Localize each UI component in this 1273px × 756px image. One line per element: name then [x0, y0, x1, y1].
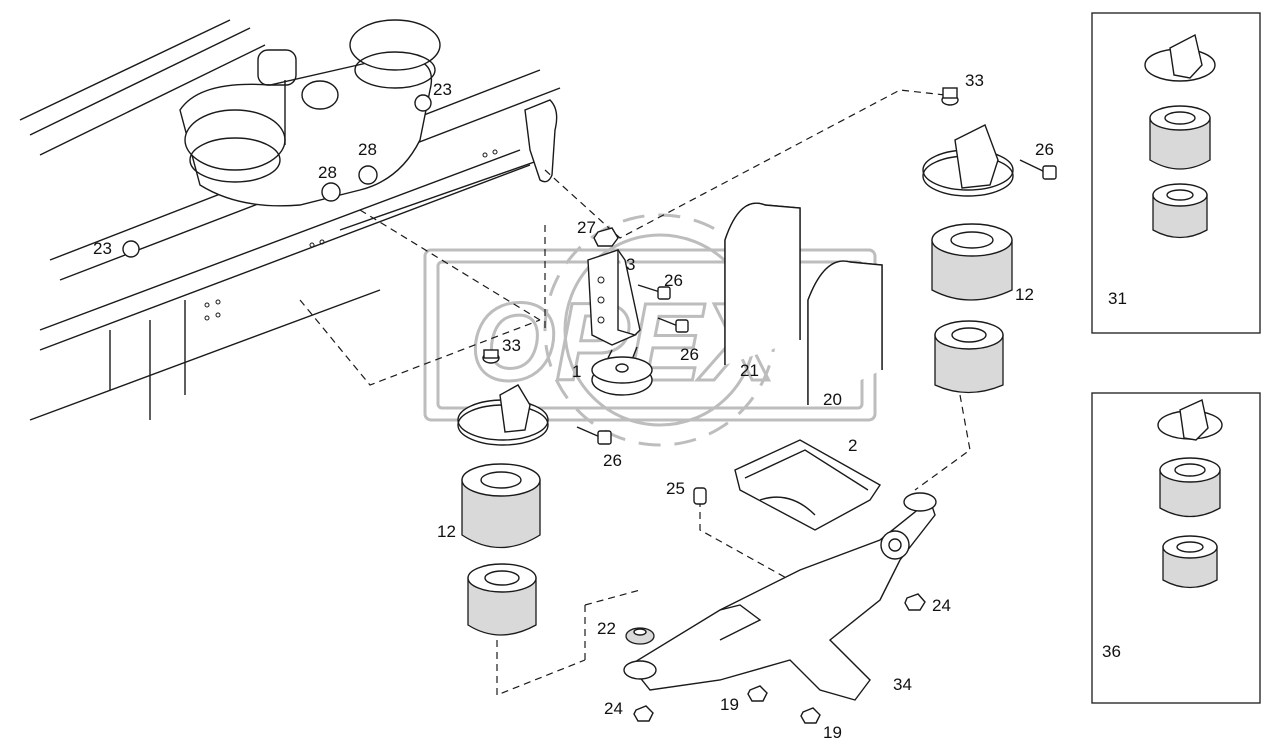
bolt-26-right	[1019, 159, 1057, 180]
nut-19-left	[747, 685, 768, 702]
right-top-plate	[922, 124, 1014, 197]
bolt-26-upper	[637, 284, 671, 300]
label-34: 34	[893, 675, 912, 694]
inset-box-36	[1091, 392, 1261, 704]
label-28-lower: 28	[318, 163, 337, 182]
label-12-right: 12	[1015, 285, 1034, 304]
u-bolt-21	[724, 202, 801, 365]
nut-19-right	[800, 707, 821, 724]
nut-33-right	[941, 87, 959, 106]
right-spring-12	[931, 223, 1013, 301]
label-28-upper: 28	[358, 140, 377, 159]
part-34-axle-beam	[623, 492, 937, 701]
label-26-left: 26	[603, 451, 622, 470]
nut-33-left	[482, 349, 500, 364]
label-25: 25	[666, 479, 685, 498]
frame-bracket	[524, 99, 558, 183]
part-labels: 23 28 28 23 27 3 26 26 1 21 20 33 26 12 …	[93, 71, 1127, 742]
part-1-pad	[591, 346, 653, 396]
label-19-right: 19	[823, 723, 842, 742]
label-21: 21	[740, 361, 759, 380]
pin-25	[693, 487, 707, 505]
label-26-bracket-upper: 26	[664, 271, 683, 290]
label-27: 27	[577, 218, 596, 237]
nut-24-right	[904, 593, 926, 611]
bolt-26-left	[576, 426, 612, 445]
u-bolt-20	[807, 260, 883, 405]
left-spring-12	[461, 463, 541, 549]
upper-air-spring-assembly	[122, 19, 441, 258]
label-24-bottom: 24	[604, 699, 623, 718]
leader-lines	[299, 89, 971, 696]
left-top-plate	[457, 384, 549, 446]
label-3: 3	[626, 255, 635, 274]
label-33-left: 33	[502, 336, 521, 355]
label-23-left: 23	[93, 239, 112, 258]
left-spring-lower	[467, 563, 537, 636]
label-26-bracket-lower: 26	[680, 345, 699, 364]
label-12-left: 12	[437, 522, 456, 541]
label-33-right: 33	[965, 71, 984, 90]
label-2: 2	[848, 436, 857, 455]
part-3-bracket	[587, 249, 641, 346]
part-2-saddle	[734, 439, 882, 531]
label-19-left: 19	[720, 695, 739, 714]
label-36: 36	[1102, 642, 1121, 661]
nut-24-bottom	[633, 705, 654, 722]
label-23-top: 23	[433, 80, 452, 99]
bolt-26-lower	[657, 317, 689, 333]
nut-22	[625, 627, 655, 645]
label-31: 31	[1108, 289, 1127, 308]
label-24-right: 24	[932, 596, 951, 615]
label-1: 1	[572, 362, 581, 381]
inset-box-31	[1091, 12, 1261, 334]
label-22: 22	[597, 619, 616, 638]
right-spring-lower	[934, 320, 1004, 394]
nut-27	[593, 227, 619, 247]
label-26-right: 26	[1035, 140, 1054, 159]
label-20: 20	[823, 390, 842, 409]
